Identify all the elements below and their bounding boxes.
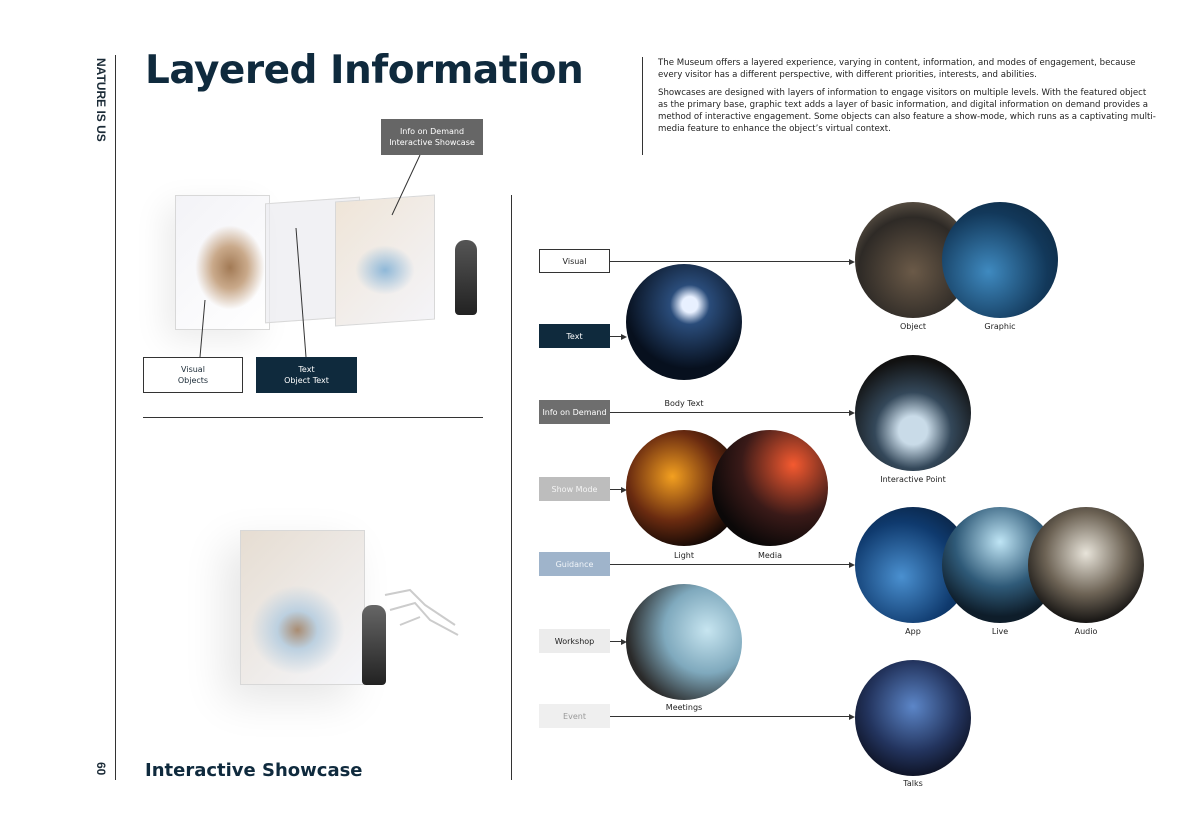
center-rule xyxy=(511,195,512,780)
circle-caption: Live xyxy=(991,627,1009,636)
callout-lines xyxy=(199,154,421,358)
callout-line: Interactive Showcase xyxy=(389,138,475,147)
arrow-icon xyxy=(849,713,855,720)
deer-object xyxy=(195,225,265,310)
connector-line xyxy=(610,261,850,262)
layer-label-workshop: Workshop xyxy=(539,629,610,653)
arrow-icon xyxy=(849,258,855,265)
visitor-figure xyxy=(455,240,477,315)
callout-line: Info on Demand xyxy=(399,127,465,136)
circle-caption: Light xyxy=(674,551,694,560)
connector-line xyxy=(610,489,622,490)
visitor-figure xyxy=(362,605,386,685)
callout-text: Text Object Text xyxy=(256,357,357,393)
callout-line: Visual xyxy=(181,365,205,374)
circle-caption: Talks xyxy=(903,779,923,788)
layer-label-visual: Visual xyxy=(539,249,610,273)
layer-label-show-mode: Show Mode xyxy=(539,477,610,501)
connector-line xyxy=(610,336,622,337)
photo-circle xyxy=(855,355,971,471)
intro-rule xyxy=(642,57,643,155)
connector-line xyxy=(610,412,850,413)
circle-caption: Media xyxy=(757,551,783,560)
layer-label-event: Event xyxy=(539,704,610,728)
photo-circle xyxy=(626,264,742,380)
photo-circle xyxy=(712,430,828,546)
digital-deer xyxy=(355,245,415,295)
photo-circle xyxy=(1028,507,1144,623)
connector-line xyxy=(610,564,850,565)
circle-caption: Interactive Point xyxy=(880,475,946,484)
arrow-icon xyxy=(621,486,627,493)
circle-caption: Body Text xyxy=(664,399,704,408)
divider xyxy=(143,417,483,418)
arrow-icon xyxy=(621,333,627,340)
layer-label-text: Text xyxy=(539,324,610,348)
circle-caption: Meetings xyxy=(665,703,703,712)
callout-line: Object Text xyxy=(284,376,329,385)
arrow-icon xyxy=(621,638,627,645)
connector-line xyxy=(610,716,850,717)
arrow-icon xyxy=(849,409,855,416)
layer-label-info-on-demand: Info on Demand xyxy=(539,400,610,424)
callout-line: Objects xyxy=(177,376,209,385)
intro-p1: The Museum offers a layered experience, … xyxy=(658,58,1136,81)
left-rule xyxy=(115,55,116,780)
floor-lines xyxy=(384,588,459,636)
callout-visual: Visual Objects xyxy=(143,357,243,393)
layer-label-guidance: Guidance xyxy=(539,552,610,576)
circle-caption: App xyxy=(905,627,921,636)
circle-caption: Audio xyxy=(1074,627,1098,636)
deer-object xyxy=(250,585,345,675)
photo-circle xyxy=(855,660,971,776)
callout-line: Text xyxy=(298,365,315,374)
connector-line xyxy=(610,641,622,642)
photo-circle xyxy=(626,584,742,700)
arrow-icon xyxy=(849,561,855,568)
circle-caption: Graphic xyxy=(984,322,1016,331)
page-number: 60 xyxy=(94,762,108,776)
page-title: Layered Information xyxy=(145,48,584,93)
intro-text: The Museum offers a layered experience, … xyxy=(658,57,1158,141)
callout-info-on-demand: Info on Demand Interactive Showcase xyxy=(381,119,483,155)
intro-p2: Showcases are designed with layers of in… xyxy=(658,87,1156,135)
photo-circle xyxy=(942,202,1058,318)
circle-caption: Object xyxy=(899,322,927,331)
section-subtitle: Interactive Showcase xyxy=(145,760,363,781)
